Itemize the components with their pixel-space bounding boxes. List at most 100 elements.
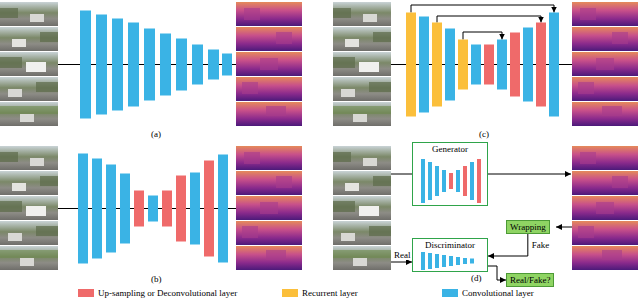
- box-title: Wrapping: [510, 222, 546, 232]
- conv-layer: [456, 170, 460, 192]
- skip-connection: [463, 32, 502, 40]
- rgb-image-stack: [333, 146, 391, 270]
- box-title: Generator: [430, 144, 470, 154]
- conv-layer: [421, 159, 425, 203]
- recurrent-layer: [432, 23, 442, 107]
- skip-connection: [411, 5, 554, 13]
- legend-swatch: [442, 289, 458, 297]
- wrapping-box: Wrapping: [506, 220, 550, 234]
- recurrent-layer: [406, 13, 416, 117]
- panel-label: (a): [150, 129, 162, 139]
- edge-label: Fake: [531, 240, 551, 250]
- legend-swatch: [282, 289, 298, 297]
- upsampling-layer: [449, 173, 453, 189]
- panel-label: (c): [478, 129, 490, 139]
- upsampling-layer: [176, 176, 186, 242]
- conv-layer: [523, 28, 533, 102]
- conv-layer: [549, 13, 559, 117]
- generator-box: Generator: [412, 142, 488, 206]
- conv-layer: [106, 165, 116, 253]
- legend-entry: Up-sampling or Deconvolutional layer: [78, 288, 237, 298]
- conv-layer: [471, 45, 481, 85]
- conv-layer: [78, 154, 88, 264]
- rgb-image-stack: [0, 2, 58, 126]
- conv-layer: [445, 29, 455, 101]
- box-title: Real/Fake?: [510, 275, 550, 285]
- output-arrow: [488, 266, 506, 280]
- network-b: [78, 154, 228, 264]
- legend-swatch: [78, 289, 94, 297]
- conv-layer: [456, 257, 460, 265]
- conv-layer: [120, 174, 130, 244]
- conv-layer: [449, 256, 453, 266]
- depth-map-stack: [236, 2, 302, 126]
- flow-label: Real: [393, 250, 412, 260]
- upsampling-layer: [510, 33, 520, 97]
- box-title: Discriminator: [423, 240, 477, 250]
- fake-flow-arrow: [488, 234, 528, 256]
- conv-layer: [96, 15, 107, 115]
- conv-layer: [144, 29, 155, 101]
- upsampling-layer: [204, 161, 214, 257]
- conv-layer: [419, 17, 429, 113]
- depth-map-stack: [236, 146, 302, 270]
- conv-layer: [463, 258, 467, 264]
- network-a: [80, 11, 232, 119]
- rgb-image-stack: [0, 146, 58, 270]
- conv-layer: [192, 45, 203, 85]
- discriminator-box: Discriminator: [412, 238, 488, 272]
- rgb-image-stack: [333, 2, 391, 126]
- recurrent-layer: [458, 40, 468, 90]
- legend-entry: Recurrent layer: [282, 288, 358, 298]
- conv-layer: [497, 40, 507, 90]
- upsampling-layer: [484, 45, 494, 85]
- conv-layer: [218, 155, 228, 263]
- conv-layer: [190, 173, 200, 245]
- upsampling-layer: [463, 166, 467, 196]
- data-flow-arrow: [556, 227, 572, 228]
- conv-layer: [128, 23, 139, 107]
- network-c: [406, 13, 559, 117]
- data-flow-arrow: [391, 262, 412, 263]
- discriminator-network: [421, 252, 474, 270]
- conv-layer: [176, 39, 187, 91]
- upsampling-layer: [162, 191, 172, 227]
- conv-layer: [442, 255, 446, 267]
- conv-layer: [428, 162, 432, 200]
- depth-map-stack: [236, 2, 638, 270]
- conv-layer: [208, 50, 219, 80]
- legend-text: Recurrent layer: [302, 288, 358, 298]
- conv-layer: [435, 254, 439, 268]
- panel-label: (d): [470, 273, 483, 283]
- panel-label: (b): [150, 274, 163, 284]
- conv-layer: [442, 170, 446, 192]
- upsampling-layer: [536, 23, 546, 107]
- depth-map-stack: [572, 2, 638, 126]
- conv-layer: [160, 34, 171, 96]
- conv-layer: [435, 166, 439, 196]
- conv-layer: [80, 11, 91, 119]
- generator-network: [421, 159, 481, 203]
- rgb-image-stack: [0, 2, 391, 270]
- conv-layer: [421, 252, 425, 270]
- conv-layer: [470, 259, 474, 264]
- conv-layer: [148, 196, 158, 222]
- conv-layer: [112, 19, 123, 111]
- data-flow-line: [391, 174, 412, 175]
- upsampling-layer: [477, 159, 481, 203]
- output-box: Real/Fake?: [506, 273, 554, 287]
- conv-layer: [222, 54, 232, 76]
- conv-layer: [428, 253, 432, 269]
- depth-map-stack: [572, 146, 638, 270]
- conv-layer: [92, 159, 102, 259]
- legend-entry: Convolutional layer: [442, 288, 534, 298]
- skip-connection: [437, 16, 541, 23]
- legend-text: Convolutional layer: [462, 288, 534, 298]
- legend-text: Up-sampling or Deconvolutional layer: [98, 288, 237, 298]
- data-flow-arrow: [488, 174, 571, 175]
- conv-layer: [470, 162, 474, 200]
- upsampling-layer: [134, 191, 144, 227]
